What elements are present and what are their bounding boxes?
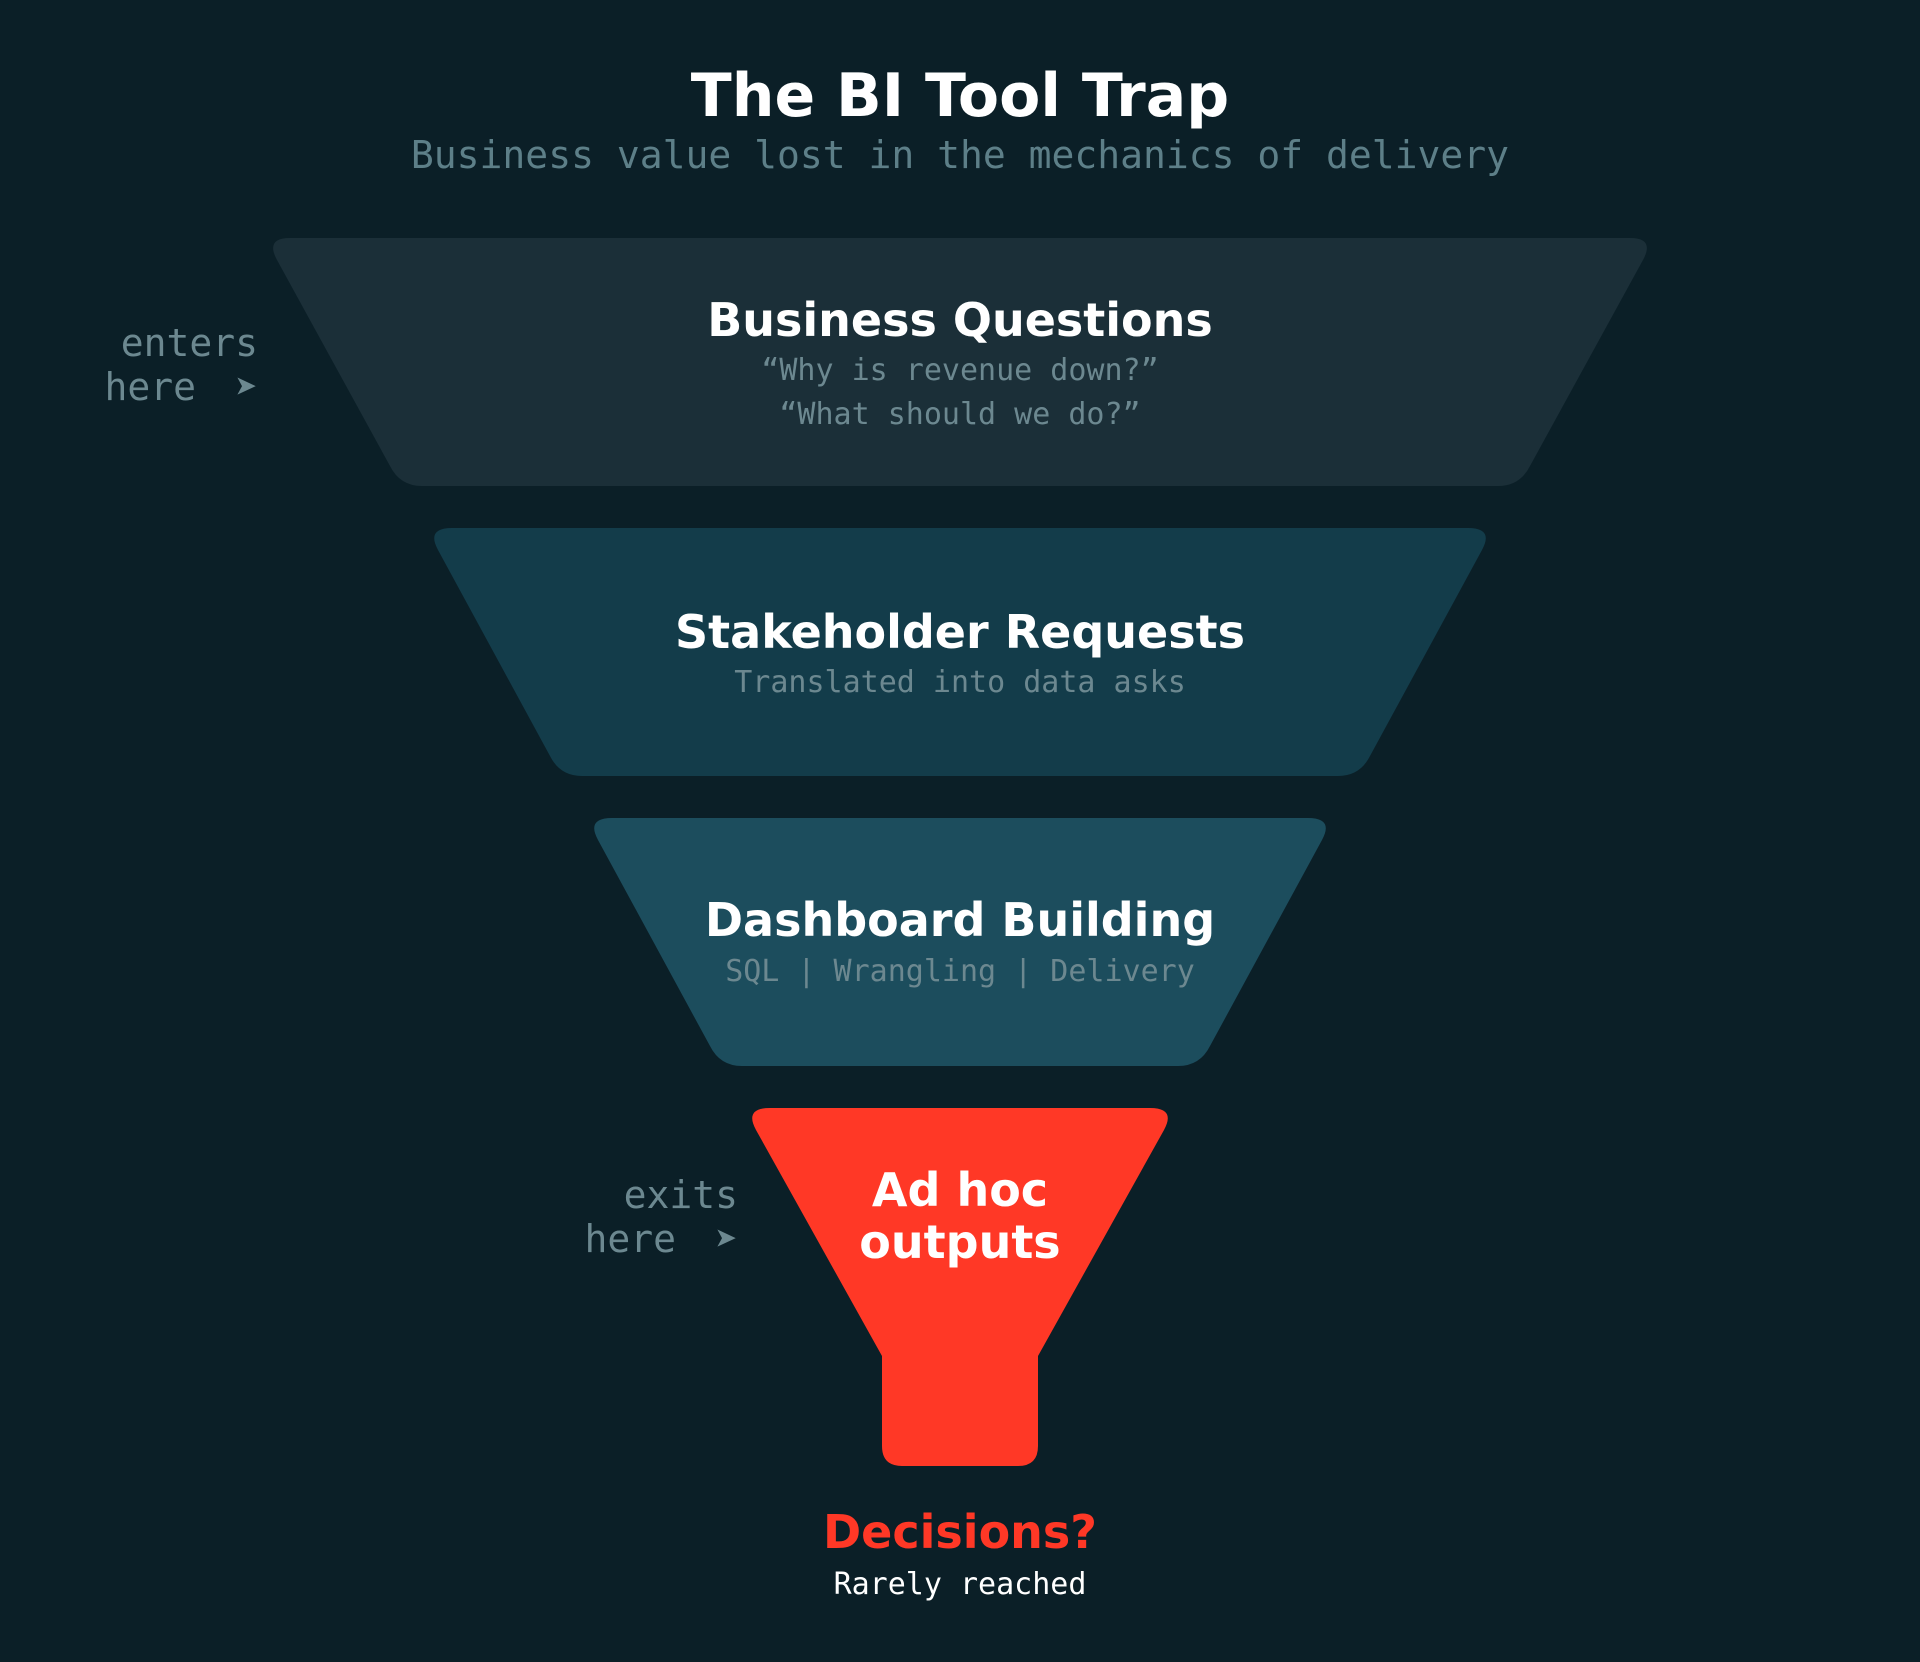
stage-1-title: Business Questions	[707, 293, 1213, 347]
stage-dashboard-building: Dashboard Building SQL | Wrangling | Del…	[594, 818, 1326, 1066]
diagram-subtitle: Business value lost in the mechanics of …	[411, 133, 1509, 177]
funnel-output-shape	[752, 1108, 1168, 1466]
diagram-title: The BI Tool Trap	[691, 61, 1229, 131]
funnel-stage-3-shape	[594, 818, 1326, 1066]
funnel-stage-1-shape	[273, 238, 1647, 486]
decisions-callout: Decisions? Rarely reached	[823, 1505, 1097, 1602]
stage-1-line-1: “Why is revenue down?”	[761, 353, 1158, 388]
stage-ad-hoc-outputs: Ad hoc outputs	[752, 1108, 1168, 1466]
exits-arrow-icon: ➤	[715, 1217, 738, 1261]
stage-business-questions: Business Questions “Why is revenue down?…	[273, 238, 1647, 486]
stage-2-line-1: Translated into data asks	[734, 665, 1186, 700]
enters-arrow-icon: ➤	[235, 365, 258, 409]
decisions-title: Decisions?	[823, 1505, 1097, 1559]
stage-3-line-1: SQL | Wrangling | Delivery	[725, 954, 1195, 989]
enters-label-line-2: here	[104, 365, 196, 409]
stage-stakeholder-requests: Stakeholder Requests Translated into dat…	[434, 528, 1486, 776]
output-title-line-1: Ad hoc	[872, 1163, 1048, 1217]
stage-1-line-2: “What should we do?”	[779, 397, 1140, 432]
funnel-stage-2-shape	[434, 528, 1486, 776]
exits-label-line-2: here	[584, 1217, 676, 1261]
stage-3-title: Dashboard Building	[705, 893, 1215, 947]
exits-label-line-1: exits	[624, 1173, 738, 1217]
enters-here-label: enters here ➤	[104, 321, 258, 409]
exits-here-label: exits here ➤	[584, 1173, 738, 1261]
stage-2-title: Stakeholder Requests	[675, 605, 1245, 659]
decisions-subtitle: Rarely reached	[834, 1567, 1087, 1602]
enters-label-line-1: enters	[121, 321, 258, 365]
output-title-line-2: outputs	[859, 1215, 1060, 1269]
